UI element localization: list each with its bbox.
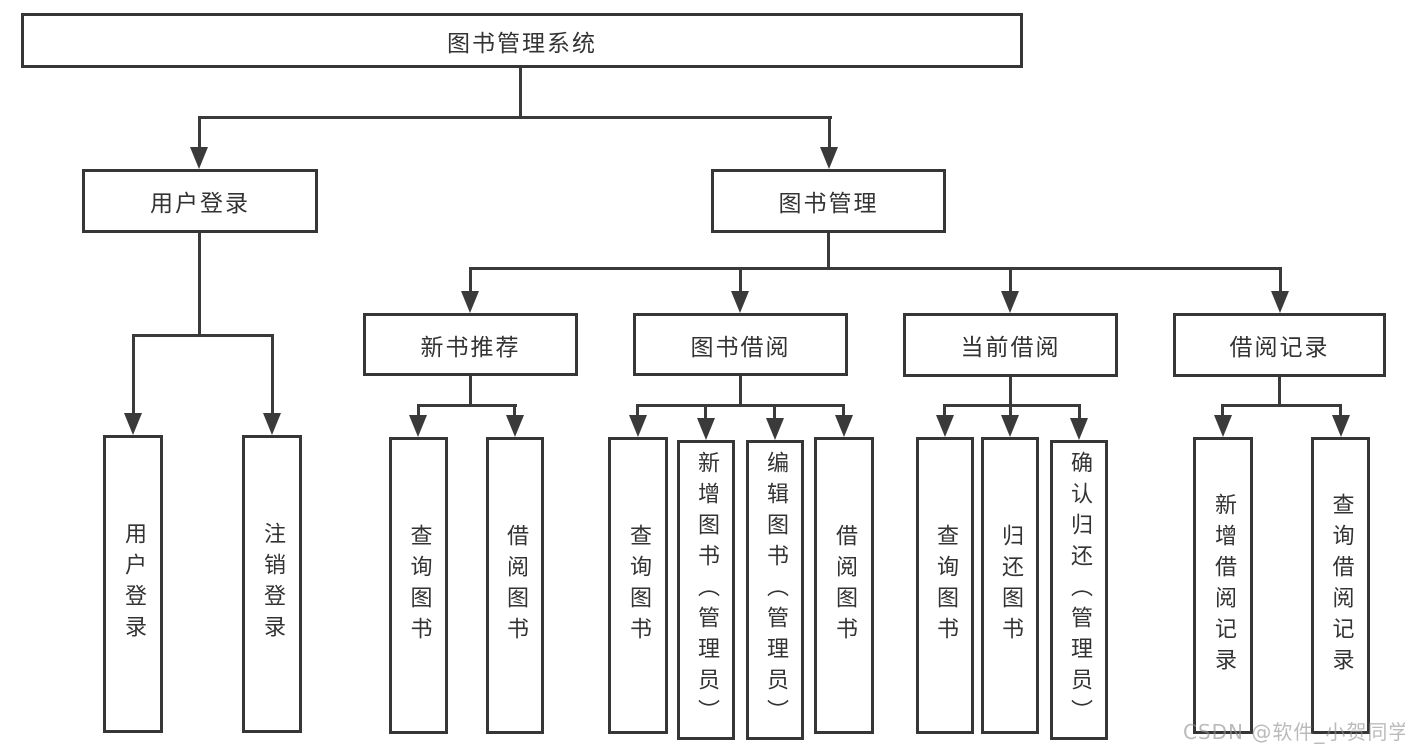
node-label: 图书管理系统 [447,30,597,57]
node-label: 借阅图书 [832,523,857,648]
node-label: 新增图书（管理员） [694,450,719,730]
node-label: 借阅记录 [1229,335,1330,361]
arrow-down-icon [629,415,647,437]
arrow-down-icon [731,291,749,313]
node-label: 查询借阅记录 [1328,492,1354,679]
connector-line [636,404,845,407]
watermark: CSDN @软件_小贺同学 [1183,720,1405,744]
connector-line [1009,404,1012,417]
leaf-borrowing-add-books-admin: 新增图书（管理员） [677,440,735,740]
connector-line [1078,404,1081,419]
node-label: 图书借阅 [690,334,791,361]
arrow-down-icon [124,413,142,435]
node-label: 当前借阅 [960,335,1061,361]
connector-line [1279,267,1282,293]
node-label: 新书推荐 [420,334,521,361]
node-book-borrowing: 图书借阅 [633,313,848,376]
arrow-down-icon [820,147,838,169]
arrow-down-icon [1332,415,1350,437]
connector-line [198,233,201,336]
arrow-down-icon [936,415,954,437]
connector-line [828,116,831,150]
leaf-logout-login: 注销登录 [242,435,302,733]
connector-line [469,376,472,406]
arrow-down-icon [461,291,479,313]
node-user-login: 用户登录 [82,169,318,233]
node-label: 用户登录 [121,522,146,646]
leaf-records-add-borrow-record: 新增借阅记录 [1193,437,1253,734]
connector-line [1009,377,1012,406]
connector-line [469,267,1282,270]
arrow-down-icon [766,418,784,440]
arrow-down-icon [1214,415,1232,437]
connector-line [739,267,742,293]
arrow-down-icon [190,147,208,169]
connector-line [943,404,1081,407]
node-new-book-recommendation: 新书推荐 [363,313,578,376]
arrow-down-icon [697,418,715,440]
node-library-management-system: 图书管理系统 [21,13,1023,68]
leaf-borrowing-borrow-books: 借阅图书 [814,437,874,734]
leaf-borrowing-edit-books-admin: 编辑图书（管理员） [746,440,804,740]
node-current-borrowing: 当前借阅 [903,313,1118,377]
arrow-down-icon [409,415,427,437]
node-label: 用户登录 [150,191,250,217]
connector-line [773,404,776,419]
node-label: 新增借阅记录 [1211,492,1236,679]
node-label: 查询图书 [626,523,651,648]
node-label: 注销登录 [260,522,285,646]
connector-line [132,334,135,416]
leaf-newbooks-query-books: 查询图书 [389,437,448,734]
connector-line [739,376,742,406]
arrow-down-icon [263,413,281,435]
connector-line [704,404,707,419]
connector-line [827,233,830,270]
leaf-current-query-books: 查询图书 [916,437,974,734]
node-book-management: 图书管理 [711,169,946,233]
arrow-down-icon [1271,291,1289,313]
leaf-current-confirm-return-admin: 确认归还（管理员） [1050,440,1108,740]
arrow-down-icon [506,415,524,437]
node-label: 查询图书 [406,523,432,648]
connector-line [198,116,832,119]
connector-line [271,334,274,416]
leaf-records-query-borrow-record: 查询借阅记录 [1311,437,1370,734]
leaf-borrowing-query-books: 查询图书 [608,437,668,734]
connector-line [1339,404,1342,417]
connector-line [132,334,274,337]
connector-line [1221,404,1224,417]
connector-line [943,404,946,417]
connector-line [513,404,516,417]
connector-line [636,404,639,417]
connector-line [198,116,201,150]
connector-line [469,267,472,293]
arrow-down-icon [835,415,853,437]
arrow-down-icon [1001,415,1019,437]
node-label: 归还图书 [998,523,1023,648]
connector-line [519,68,522,118]
arrow-down-icon [1001,291,1019,313]
node-borrowing-records: 借阅记录 [1173,313,1386,377]
leaf-current-return-books: 归还图书 [981,437,1039,734]
node-label: 编辑图书（管理员） [763,450,788,730]
node-label: 查询图书 [933,523,958,648]
leaf-user-login: 用户登录 [103,435,163,733]
connector-line [1278,377,1281,406]
connector-line [1221,404,1342,407]
connector-line [417,404,420,417]
connector-line [842,404,845,417]
node-label: 确认归还（管理员） [1067,450,1092,730]
connector-line [417,404,517,407]
node-label: 借阅图书 [503,523,528,648]
leaf-newbooks-borrow-books: 借阅图书 [486,437,544,734]
arrow-down-icon [1070,418,1088,440]
connector-line [1009,267,1012,293]
node-label: 图书管理 [778,191,879,217]
